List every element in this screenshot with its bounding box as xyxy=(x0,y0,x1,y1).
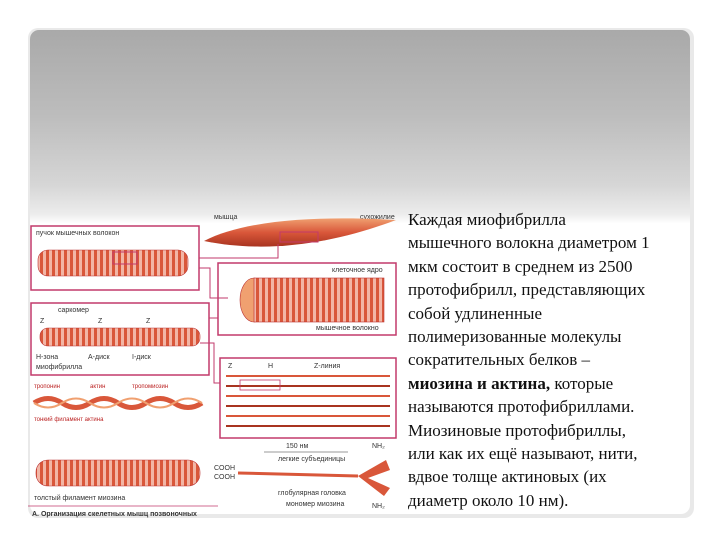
label-nh2: NH₂ xyxy=(372,503,385,510)
text-line: вдвое толще актиновых (их xyxy=(408,465,692,488)
text-line: или как их ещё называют, нити, xyxy=(408,442,692,465)
bold-term: миозина и актина, xyxy=(408,374,550,393)
text-line: называются протофибриллами. xyxy=(408,395,692,418)
text-line: Миозиновые протофибриллы, xyxy=(408,419,692,442)
label-nucleus: клеточное ядро xyxy=(332,267,383,274)
label-150nm: 150 нм xyxy=(286,443,308,450)
text-line: Каждая миофибрилла xyxy=(408,208,692,231)
text-fragment: которые xyxy=(550,374,613,393)
label-troponin: тропонин xyxy=(34,384,60,390)
text-line: мкм состоит в среднем из 2500 xyxy=(408,255,692,278)
label-i-disk: I-диск xyxy=(132,354,152,361)
fiber-body xyxy=(254,278,384,322)
text-line: миозина и актина, которые xyxy=(408,372,692,395)
myofibril-shape xyxy=(40,328,200,346)
muscle-diagram: мышца сухожилие пучок мышечных волокон к… xyxy=(28,208,400,522)
label-z: Z xyxy=(98,318,103,325)
myosin-head xyxy=(358,460,390,496)
text-line: сократительных белков – xyxy=(408,348,692,371)
thick-filament xyxy=(36,460,200,486)
label-z-line: Z-линия xyxy=(314,363,340,370)
label-head: глобулярная головка xyxy=(278,489,346,497)
text-line: мышечного волокна диаметром 1 xyxy=(408,231,692,254)
label-actin: актин xyxy=(90,384,105,390)
label-z: Z xyxy=(40,318,45,325)
myosin-monomer-tail xyxy=(238,473,358,476)
label-bundle: пучок мышечных волокон xyxy=(36,230,119,237)
text-line: диаметр около 10 нм). xyxy=(408,489,692,512)
label-tropomyosin: тропомиозин xyxy=(132,384,168,390)
label-cooh: COOH xyxy=(214,474,235,481)
text-line: собой удлиненные xyxy=(408,302,692,325)
body-text: Каждая миофибрилла мышечного волокна диа… xyxy=(408,208,692,512)
text-line: протофибрилл, представляющих xyxy=(408,278,692,301)
label-monomer: мономер миозина xyxy=(286,501,345,508)
label-z: Z xyxy=(146,318,151,325)
label-a-disk: А-диск xyxy=(88,354,110,361)
label-cooh: COOH xyxy=(214,465,235,472)
label-h-zone: Н-зона xyxy=(36,354,58,361)
label-myofibril: миофибрилла xyxy=(36,363,82,371)
label-light-subunits: легкие субъединицы xyxy=(278,455,345,463)
label-sarcomere: саркомер xyxy=(58,307,89,314)
figure-caption: А. Организация скелетных мышц позвоночны… xyxy=(32,511,197,518)
label-thick-filament: толстый филамент миозина xyxy=(34,494,125,502)
label-h: H xyxy=(268,363,273,370)
label-thin-filament: тонкий филамент актина xyxy=(34,416,104,423)
label-muscle: мышца xyxy=(214,214,237,221)
label-fiber: мышечное волокно xyxy=(316,325,379,332)
label-z: Z xyxy=(228,363,233,370)
label-nh2: NH₂ xyxy=(372,443,385,450)
text-line: полимеризованные молекулы xyxy=(408,325,692,348)
